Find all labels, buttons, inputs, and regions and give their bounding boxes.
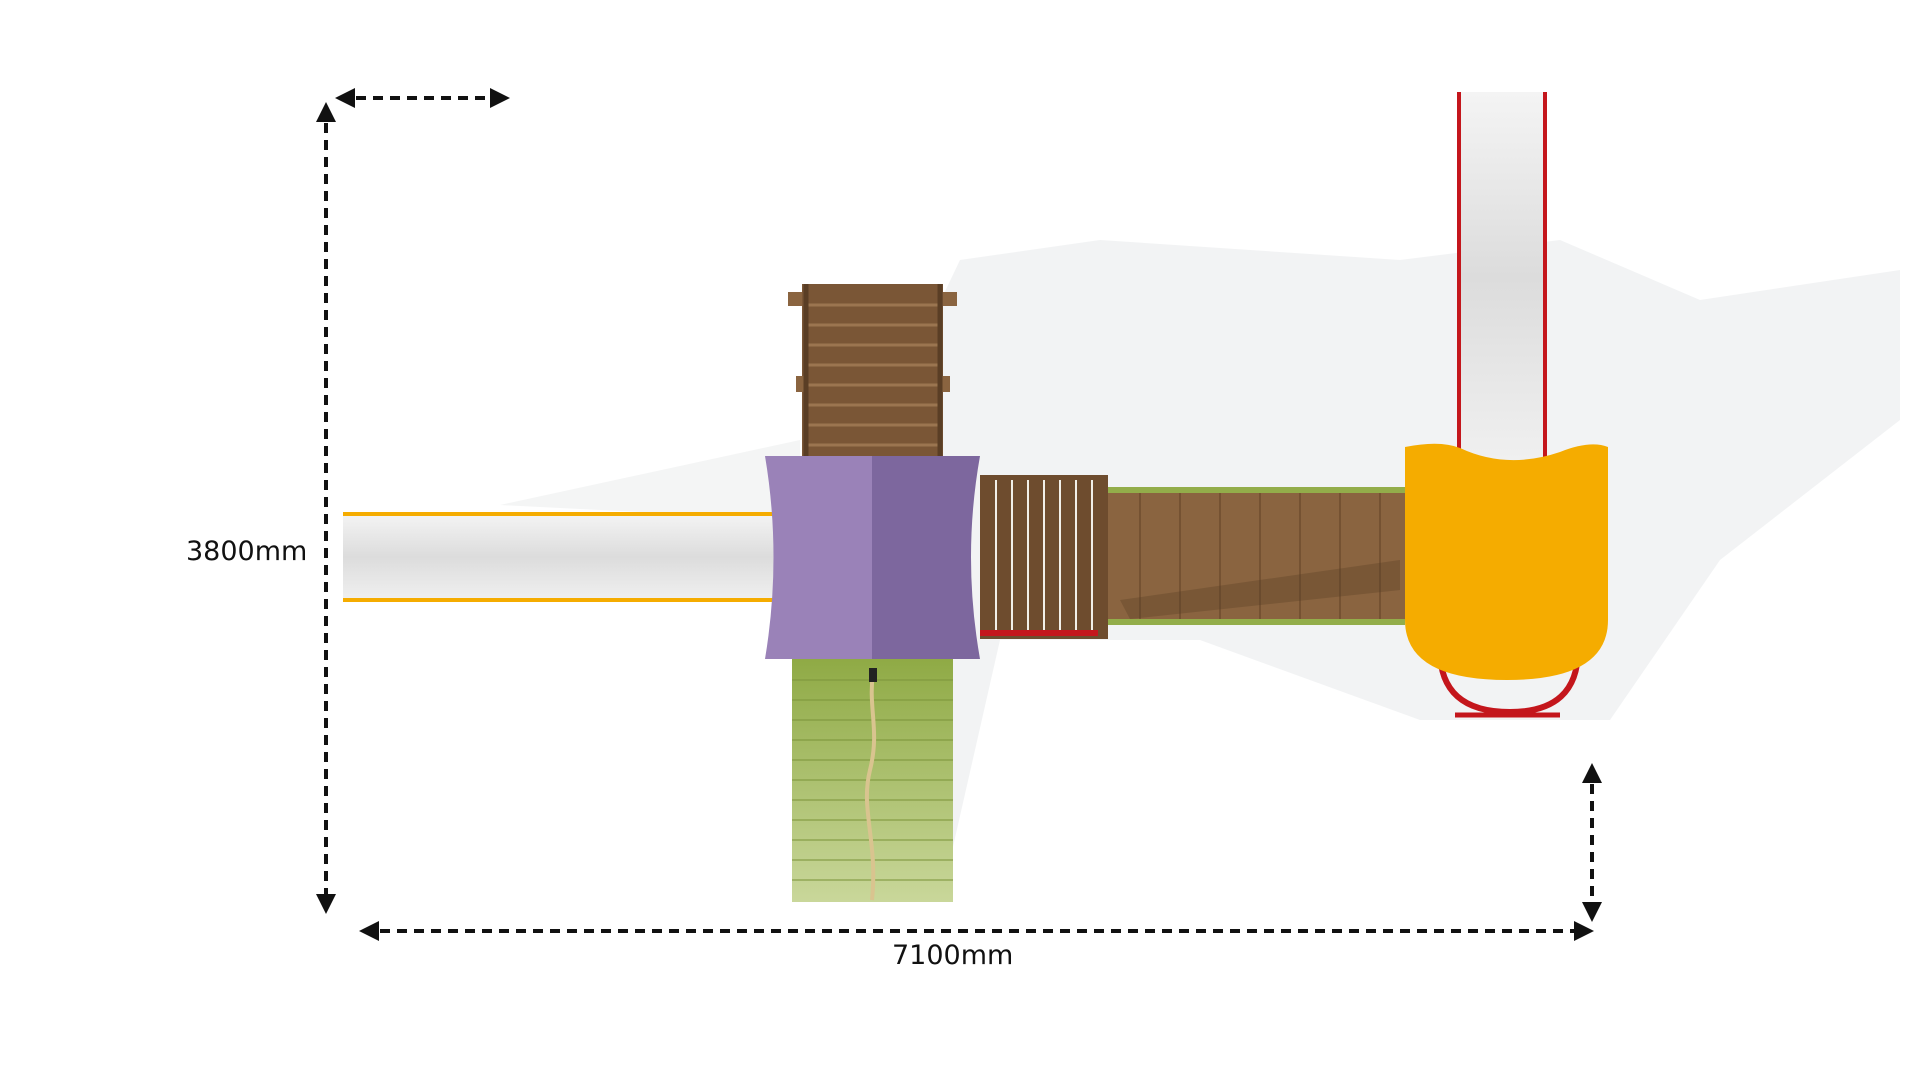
right-slide	[1457, 92, 1547, 462]
plank-bridge	[1108, 487, 1405, 625]
height-label: 3800mm	[186, 536, 308, 567]
climbing-ladder	[788, 284, 957, 456]
width-label: 7100mm	[892, 940, 1014, 971]
rope-bridge	[980, 475, 1108, 639]
yellow-tower-roof	[1405, 443, 1608, 680]
left-slide	[343, 512, 778, 602]
red-hoop	[1437, 649, 1581, 716]
purple-tower-roof	[765, 456, 980, 659]
climbing-rope	[864, 671, 877, 901]
climbing-wall	[792, 659, 953, 902]
